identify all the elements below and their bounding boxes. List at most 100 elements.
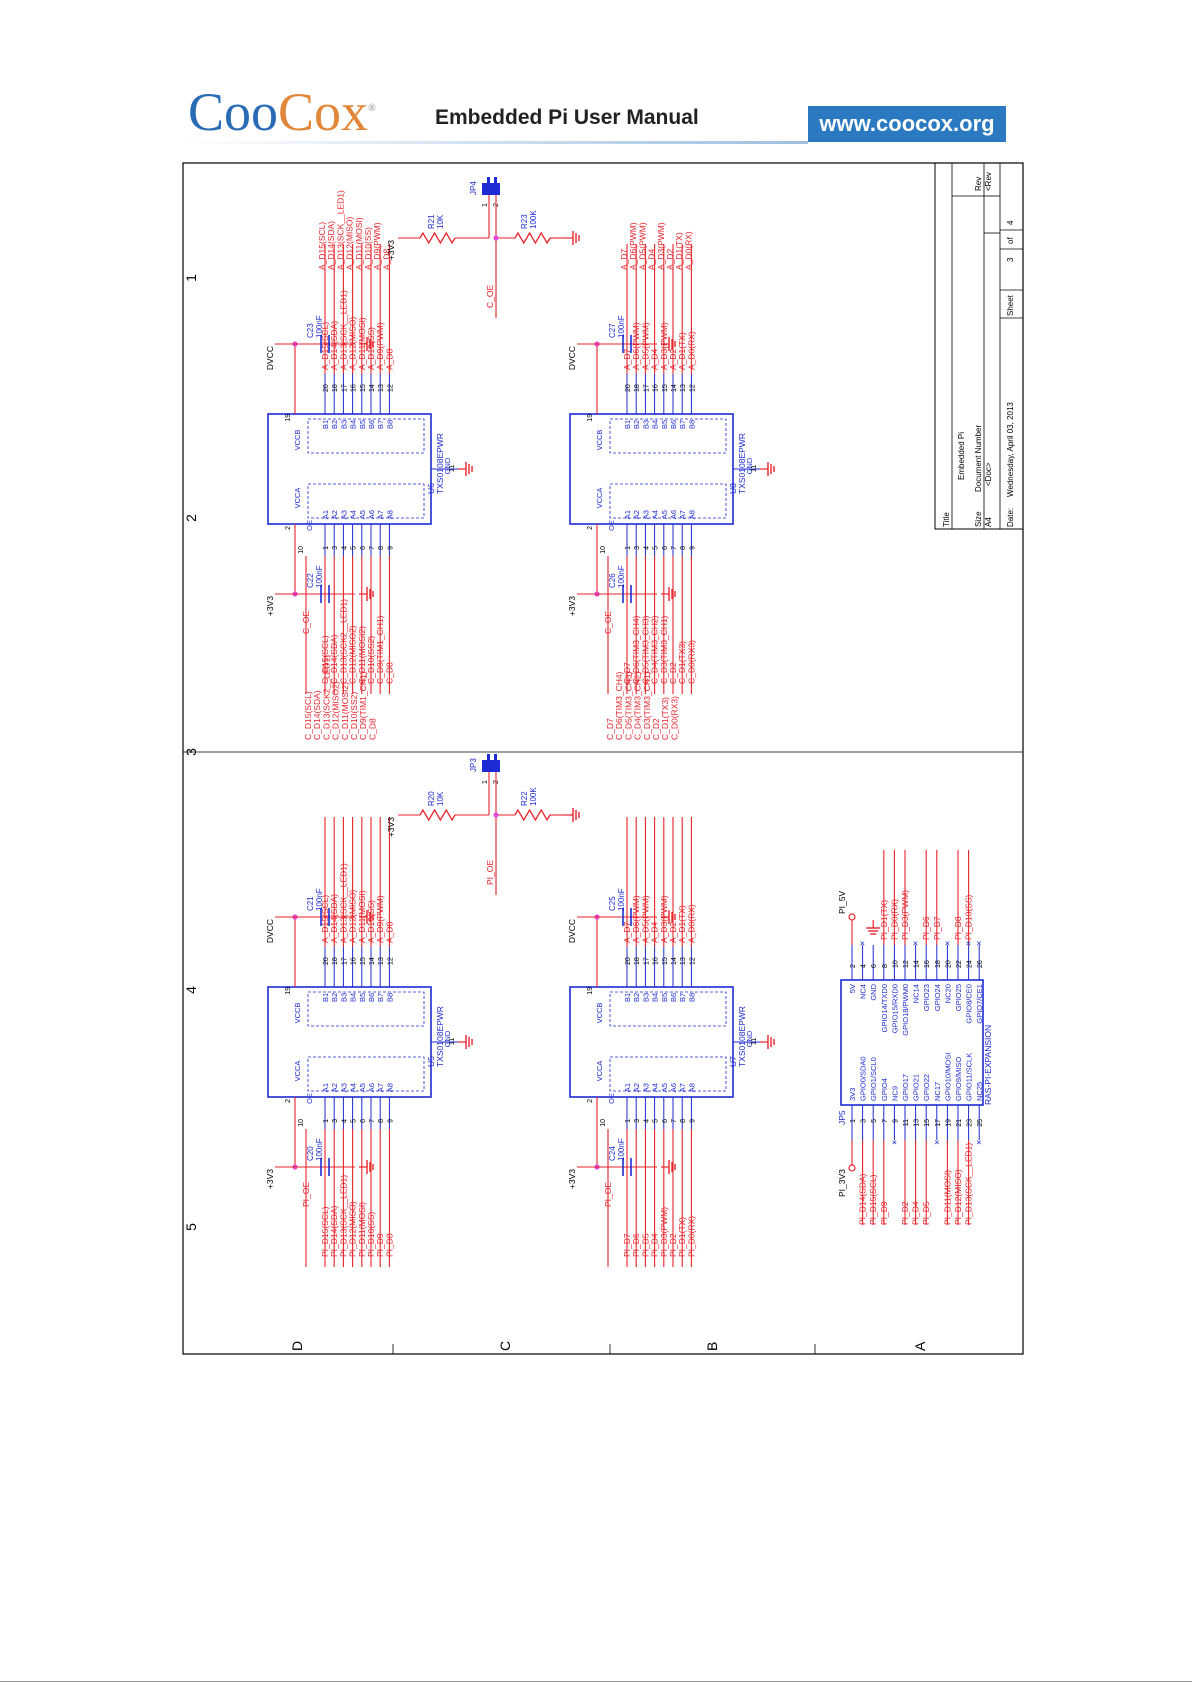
resistor-symbol <box>419 808 456 822</box>
title-block-size-label: Size <box>974 511 983 527</box>
chip-pin-label: A6 <box>669 1083 678 1092</box>
chip-pin-number: 14 <box>369 957 376 965</box>
external-net-label: C_D15(SCL) <box>303 691 313 740</box>
chip-body <box>569 986 734 1098</box>
capacitor-symbol <box>320 585 330 603</box>
chip-designator: U6 <box>426 483 436 494</box>
net-label: A_D5(PWM) <box>640 322 650 370</box>
net-label: C_D12(MISO2) <box>348 625 358 684</box>
ras-pi-expansion-header: RAS-PI-EXPANSIONJP53V35V12GPIO0/SDA0NC43… <box>837 850 993 1225</box>
chip-gnd-label: GND <box>745 457 754 474</box>
chip-pin-label: A8 <box>687 510 696 519</box>
resistor-zigzag <box>514 231 551 245</box>
nc-marker: × <box>889 1140 899 1145</box>
zone-col-label: D <box>289 1341 305 1351</box>
header-net-label: PI_D13(SCK__LED1) <box>964 1143 974 1225</box>
net-label: A_D1(TX) <box>677 905 687 943</box>
chip-pin-label: B1 <box>321 420 330 429</box>
chip-pin-label: A6 <box>367 510 376 519</box>
chip-pin-label: A8 <box>385 510 394 519</box>
net-label: C_D11(MOSI2) <box>357 626 367 684</box>
chip-pin-label: A5 <box>358 1083 367 1092</box>
resistor-zigzag <box>419 808 456 822</box>
header-pin-label: GPIO10/MOSI <box>943 1053 952 1101</box>
header-pin-label: NC17 <box>933 1082 942 1101</box>
cap-value: 100nF <box>315 565 324 588</box>
chip-pin-number: 1 <box>625 546 632 550</box>
manual-title: Embedded Pi User Manual <box>435 106 699 129</box>
header-pin-label: GPIO1/SCL0 <box>869 1057 878 1101</box>
power-label-3v3: +3V3 <box>567 596 577 616</box>
title-block-title-label: Title <box>942 512 951 527</box>
chip-pin-number: 12 <box>689 384 696 392</box>
header-pin-number: 5 <box>871 1119 878 1123</box>
zone-row-label: 3 <box>183 748 199 756</box>
chip-part-number: TXS0108EPWR <box>737 1006 747 1067</box>
header-net-label: PI_D0(RX) <box>889 899 899 940</box>
chip-pin-number: 1 <box>323 1119 330 1123</box>
header-pin-number: 22 <box>956 960 963 968</box>
net-label: A_D15(SCL) <box>320 322 330 370</box>
chip-pin-number: 4 <box>341 1119 348 1123</box>
chip-pin-label: B2 <box>632 420 641 429</box>
nc-marker: × <box>858 941 868 946</box>
chip-pin-label: B4 <box>349 993 358 1002</box>
chip-pin-number: 18 <box>332 384 339 392</box>
jumper-designator: JP3 <box>469 758 478 772</box>
header-net-label: PI_D3(PWM) <box>900 890 910 940</box>
external-net-label: C_D7 <box>605 718 615 740</box>
chip-pin-number: 10 <box>600 1119 607 1127</box>
power-label-dvcc: DVCC <box>265 346 275 370</box>
chip-pin-label: A4 <box>651 510 660 519</box>
chip-pin-label: B2 <box>330 420 339 429</box>
chip-pin-number: 19 <box>587 987 594 995</box>
chip-vccb-label: VCCB <box>293 430 302 451</box>
net-label: PI_D6 <box>631 1233 641 1257</box>
chip-pin-number: 10 <box>298 1119 305 1127</box>
header-pin-label: GPIO25 <box>954 984 963 1011</box>
header-pin-label: NC25 <box>975 1082 984 1101</box>
chip-pin-number: 20 <box>625 384 632 392</box>
chip-pin-number: 14 <box>369 384 376 392</box>
title-block-of-value: 4 <box>1006 220 1015 225</box>
chip-pin-number: 7 <box>671 1119 678 1123</box>
chip-pin-number: 10 <box>298 546 305 554</box>
net-label: A_D4 <box>650 921 660 943</box>
chip-pin-label: B2 <box>632 993 641 1002</box>
ground-symbol <box>661 587 676 601</box>
website-link[interactable]: www.coocox.org <box>808 106 1006 142</box>
nc-marker: × <box>911 941 921 946</box>
chip-vcca-label: VCCA <box>595 488 604 509</box>
header-pin-number: 15 <box>924 1119 931 1127</box>
external-net-label: C_D3(TIM3_CH1) <box>642 671 652 740</box>
title-block-docnum-value: <Doc> <box>984 462 993 486</box>
chip-pin-label: B5 <box>660 420 669 429</box>
chip-pin-label: A1 <box>321 1083 330 1092</box>
chip-pin-label: A2 <box>632 510 641 519</box>
title-block-of-label: of <box>1006 237 1015 244</box>
chip-pin-label: A1 <box>321 510 330 519</box>
chip-pin-number: 6 <box>360 546 367 550</box>
chip-pin-number: 18 <box>634 384 641 392</box>
chip-pin-number: 4 <box>643 546 650 550</box>
chip-pin-number: 13 <box>378 957 385 965</box>
title-block-size-value: A4 <box>984 517 993 527</box>
power-label-3v3: +3V3 <box>265 1169 275 1189</box>
header-pin-number: 19 <box>945 1119 952 1127</box>
ground-symbol <box>359 587 374 601</box>
header-pin-label: NC4 <box>859 984 868 999</box>
chip-pin-number: 19 <box>285 987 292 995</box>
chip-pin-number: 9 <box>689 546 696 550</box>
net-label: A_D9(PWM) <box>375 895 385 943</box>
net-label-oe: C_OE <box>301 611 311 634</box>
header-pin-label: GPIO11/SCLK <box>965 1053 974 1101</box>
header-pin-label: GPIO7/CE1 <box>975 984 984 1024</box>
chip-pin-number: 7 <box>369 546 376 550</box>
chip-pin-label: A4 <box>349 1083 358 1092</box>
chip-pin-label: A5 <box>358 510 367 519</box>
net-label: PI_D9 <box>375 1233 385 1257</box>
chip-pin-label: B3 <box>339 993 348 1002</box>
